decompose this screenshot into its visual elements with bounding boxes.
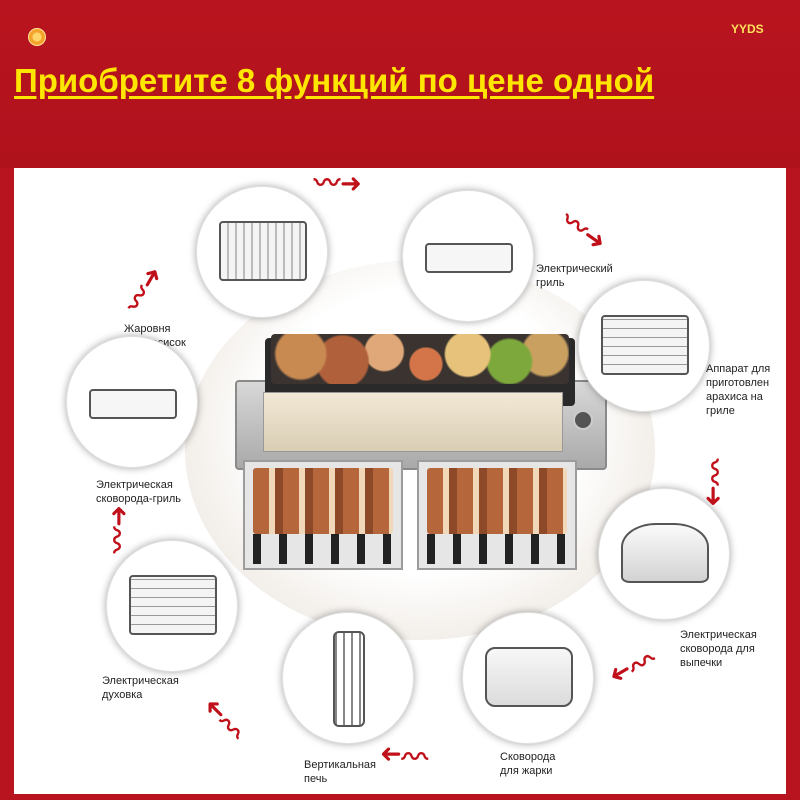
skewer-handles: [253, 534, 393, 564]
press-icon: [598, 488, 730, 620]
label-line: арахиса на: [706, 391, 763, 403]
arrow-left-icon: 〰➜: [380, 740, 428, 770]
product-hero-image: [185, 260, 655, 640]
label-baking-pan: Электрическая сковорода для выпечки: [680, 628, 757, 670]
skewer-drawer-left: [243, 460, 403, 570]
skewers-image: [427, 468, 567, 534]
label-line: для жарки: [500, 765, 553, 777]
label-line: Аппарат для: [706, 363, 771, 375]
vertical-oven-icon: [282, 612, 414, 744]
grilled-food-image: [271, 334, 569, 384]
skewers-image: [253, 468, 393, 534]
label-grill-pan: Электрическая сковорода-гриль: [96, 478, 181, 506]
tray-icon: [462, 612, 594, 744]
label-line: духовка: [102, 689, 143, 701]
oven-shape: [129, 575, 217, 635]
label-line: гриль: [536, 277, 565, 289]
press-shape: [621, 523, 709, 583]
label-line: печь: [304, 773, 328, 785]
label-line: Вертикальная: [304, 759, 376, 771]
label-frying-pan: Сковорода для жарки: [500, 750, 555, 778]
label-oven: Электрическая духовка: [102, 674, 179, 702]
label-vertical-oven: Вертикальная печь: [304, 758, 376, 786]
arrow-down-icon: 〰➜: [698, 459, 729, 507]
label-line: гриле: [706, 405, 735, 417]
sausage-roaster-icon: [196, 186, 328, 318]
label-line: сковорода-гриль: [96, 493, 182, 505]
grill-window: [263, 392, 563, 452]
label-line: приготовлен: [706, 377, 770, 389]
grill-pan-icon: [66, 336, 198, 468]
label-line: Электрическая: [102, 675, 179, 687]
label-line: Сковорода: [500, 751, 556, 763]
arrow-right-icon: 〰➜: [314, 168, 362, 198]
control-knob-icon: [573, 410, 593, 430]
roaster-shape: [219, 221, 307, 281]
grill-pan-shape: [89, 389, 177, 419]
oven-icon: [106, 540, 238, 672]
header-banner: [0, 0, 800, 168]
label-peanut-roaster: Аппарат для приготовлен арахиса на гриле: [706, 362, 770, 418]
skewer-handles: [427, 534, 567, 564]
label-line: Жаровня: [124, 323, 171, 335]
roaster-shape: [601, 315, 689, 375]
label-line: Электрический: [536, 263, 613, 275]
page-title: Приобретите 8 функций по цене одной: [14, 62, 655, 99]
label-line: выпечки: [680, 657, 723, 669]
label-grill: Электрический гриль: [536, 262, 613, 290]
vertical-oven-shape: [333, 631, 365, 727]
label-line: Электрическая: [96, 479, 173, 491]
rack-shape: [425, 243, 513, 273]
brand-badge-icon: [28, 28, 46, 46]
grill-rack-icon: [402, 190, 534, 322]
roaster-icon: [578, 280, 710, 412]
arrow-up-icon: 〰➜: [102, 505, 133, 553]
brand-logo: YYDS: [731, 22, 764, 36]
label-line: сковорода для: [680, 643, 755, 655]
label-line: Электрическая: [680, 629, 757, 641]
tray-shape: [485, 647, 573, 707]
skewer-drawer-right: [417, 460, 577, 570]
